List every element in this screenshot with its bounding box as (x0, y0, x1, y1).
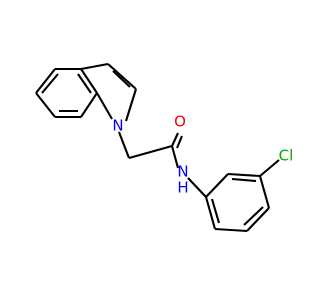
bond-aryl-inner-1 (231, 177, 257, 183)
bond-aryl-inner-3 (210, 198, 221, 224)
molecule-svg: N O N H Cl (35, 62, 293, 233)
bond-benzene-inner-1 (41, 73, 59, 94)
bond-pyrrole-3 (96, 92, 113, 120)
bond-n-ch2 (118, 131, 130, 159)
bond-aryl-3 (258, 175, 271, 209)
bond-aryl-2 (227, 172, 261, 178)
atom-label-group: N O N H Cl (112, 113, 293, 197)
bond-n-aryl (187, 177, 207, 198)
bond-carbonyl-o-1 (171, 132, 179, 147)
chemical-structure-diagram: N O N H Cl (35, 62, 293, 233)
bond-benzene-4 (80, 92, 98, 118)
bond-pyrrole-1 (80, 62, 109, 71)
bond-group (35, 62, 280, 233)
bond-aryl-4 (246, 207, 270, 232)
bond-benzene-3 (80, 68, 98, 94)
bond-benzene-6 (35, 92, 56, 118)
bond-pyrrole-4 (124, 88, 138, 122)
bond-aryl-cl (259, 159, 280, 177)
bond-aryl-6 (204, 196, 217, 230)
bond-aryl-1 (205, 173, 229, 198)
amide-nitrogen-label: N (177, 163, 188, 181)
bond-benzene-inner-2 (77, 73, 92, 94)
bond-pyrrole-double (112, 70, 131, 88)
bond-aryl-inner-2 (243, 206, 264, 226)
indole-nitrogen-label: N (112, 117, 123, 135)
chlorine-label: Cl (279, 147, 294, 165)
bond-carbonyl-o-2 (176, 135, 183, 149)
bond-pyrrole-2 (107, 63, 137, 90)
amide-hydrogen-label: H (177, 179, 188, 197)
carbonyl-oxygen-label: O (174, 113, 186, 131)
bond-benzene-1 (35, 68, 56, 94)
bond-ch2-carbonyl (128, 144, 173, 160)
bond-carbonyl-n (170, 145, 180, 169)
bond-aryl-5 (214, 227, 248, 233)
